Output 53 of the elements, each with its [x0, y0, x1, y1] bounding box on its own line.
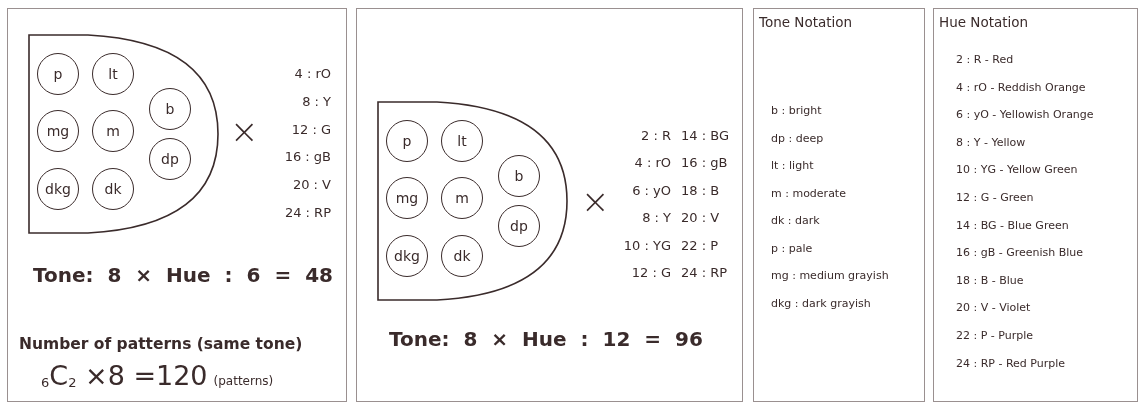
- panel: [356, 8, 743, 402]
- rounded-container: [377, 101, 569, 301]
- hue-code: 2 : R: [640, 128, 671, 142]
- hue-definition: 20 : V - Violet: [956, 301, 1031, 313]
- equation: Tone: 8 × Hue : 6 = 48: [33, 265, 333, 285]
- hue-code: 12 : G: [290, 122, 331, 136]
- hue-definition: 14 : BG - Blue Green: [956, 219, 1069, 231]
- hue-definition: 6 : yO - Yellowish Orange: [956, 108, 1094, 120]
- panel: [7, 8, 347, 402]
- hue-code: 8 : Y: [641, 210, 671, 224]
- hue-definition: 22 : P - Purple: [956, 329, 1034, 341]
- multiply-sign: ×: [581, 184, 610, 218]
- hue-code: 24 : RP: [681, 265, 728, 279]
- tone-definition: b : bright: [771, 104, 822, 116]
- hue-code: 20 : V: [681, 210, 720, 224]
- hue-definition: 10 : YG - Yellow Green: [956, 163, 1078, 175]
- hue-definition: 24 : RP - Red Purple: [956, 357, 1066, 369]
- panel: [753, 8, 925, 402]
- hue-code: 4 : rO: [293, 66, 331, 80]
- hue-definition: 16 : gB - Greenish Blue: [956, 246, 1084, 258]
- heading: Number of patterns (same tone): [19, 337, 303, 353]
- tone-definition: lt : light: [771, 159, 814, 171]
- tone-definition: m : moderate: [771, 187, 846, 198]
- hue-definition: 2 : R - Red: [956, 53, 1014, 65]
- panel: [933, 8, 1138, 402]
- hue-code: 24 : RP: [283, 205, 331, 219]
- hue-code: 16 : gB: [681, 155, 728, 169]
- panel-title: Hue Notation: [939, 16, 1029, 30]
- hue-code: 22 : P: [681, 238, 719, 252]
- multiply-sign: ×: [230, 114, 259, 148]
- hue-definition: 8 : Y - Yellow: [956, 136, 1026, 148]
- hue-code: 16 : gB: [283, 149, 331, 163]
- hue-code: 18 : B: [681, 183, 720, 197]
- rounded-container: [28, 34, 220, 234]
- hue-definition: 18 : B - Blue: [956, 274, 1024, 286]
- tone-definition: dk : dark: [771, 214, 820, 226]
- tone-definition: dp : deep: [771, 132, 824, 143]
- tone-definition: mg : medium grayish: [771, 269, 889, 281]
- tone-definition: dkg : dark grayish: [771, 297, 871, 308]
- unit-note: (patterns): [213, 374, 274, 388]
- hue-code: 6 : yO: [631, 183, 671, 197]
- panel-title: Tone Notation: [759, 16, 853, 30]
- equation: Tone: 8 × Hue : 12 = 96: [389, 329, 703, 349]
- hue-code: 12 : G: [630, 265, 671, 279]
- hue-definition: 4 : rO - Reddish Orange: [956, 81, 1086, 93]
- hue-definition: 12 : G - Green: [956, 191, 1034, 203]
- formula: $_{6}$C$_{2}$ ×8 =120: [41, 360, 208, 391]
- hue-code: 8 : Y: [301, 94, 331, 108]
- tone-definition: p : pale: [771, 242, 813, 253]
- hue-code: 14 : BG: [681, 128, 729, 142]
- hue-code: 4 : rO: [633, 155, 671, 169]
- hue-code: 10 : YG: [622, 238, 671, 252]
- hue-code: 20 : V: [291, 177, 331, 191]
